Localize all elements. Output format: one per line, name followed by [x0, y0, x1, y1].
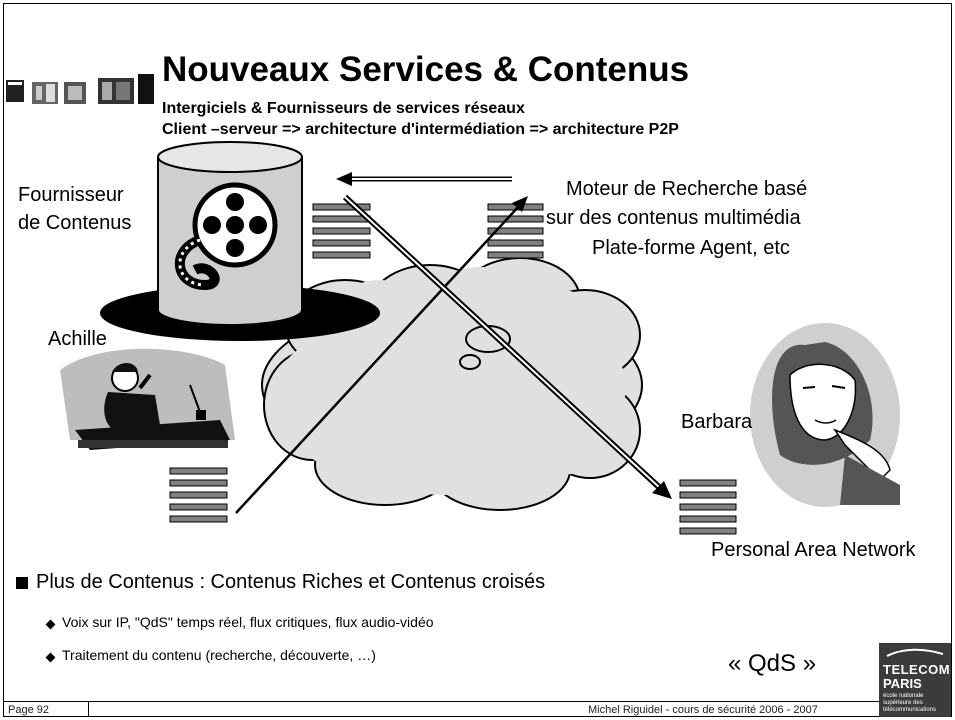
- footer-page-box: [3, 701, 89, 717]
- qds-label: « QdS »: [728, 650, 817, 677]
- barbara-label: Barbara: [681, 411, 753, 433]
- bullet-main: Plus de Contenus : Contenus Riches et Co…: [36, 571, 546, 593]
- engine-to-provider-arrow: [336, 172, 512, 186]
- slide-frame: [3, 3, 952, 717]
- slide-title: Nouveaux Services & Contenus: [162, 50, 690, 89]
- square-bullet-icon: [16, 577, 28, 589]
- engine-server-stack-icon: [487, 203, 544, 259]
- provider-to-pan-arrow: [342, 194, 672, 499]
- engine-label-line-2: sur des contenus multimédia: [546, 207, 801, 229]
- footer-divider: [89, 701, 879, 702]
- footer-author: Michel Riguidel - cours de sécurité 2006…: [588, 704, 818, 716]
- footer-page-number: Page 92: [8, 704, 49, 716]
- logo-swoosh-icon: [886, 648, 944, 657]
- slide-subtitle-2: Client –serveur => architecture d'interm…: [162, 121, 679, 138]
- bullet-sub-1: Voix sur IP, "QdS" temps réel, flux crit…: [62, 614, 434, 630]
- header-glyphs-icon: [6, 74, 154, 104]
- engine-label-line-3: Plate-forme Agent, etc: [592, 237, 790, 259]
- achille-label: Achille: [48, 328, 107, 350]
- achille-to-engine-arrow: [235, 196, 528, 514]
- logo-line-2: PARIS: [883, 676, 922, 691]
- provider-label-line-2: de Contenus: [18, 212, 132, 234]
- logo-line-1: TELECOM: [883, 662, 951, 677]
- achille-terminal-stack-icon: [169, 467, 228, 523]
- pan-device-stack-icon: [679, 479, 737, 535]
- slide-subtitle-1: Intergiciels & Fournisseurs de services …: [162, 100, 525, 117]
- logo-line-3: école nationale supérieure des télécommu…: [883, 693, 937, 713]
- provider-label-line-1: Fournisseur: [18, 184, 124, 206]
- bullet-sub-2: Traitement du contenu (recherche, découv…: [62, 647, 376, 663]
- barbara-portrait-icon: [750, 323, 900, 507]
- pan-label: Personal Area Network: [711, 539, 916, 561]
- provider-server-stack-icon: [312, 203, 371, 259]
- content-provider-database-icon: [100, 141, 380, 341]
- engine-label-line-1: Moteur de Recherche basé: [566, 178, 808, 200]
- telecom-paris-logo: TELECOM PARIS école nationale supérieure…: [879, 643, 951, 717]
- achille-writer-icon: [60, 348, 235, 450]
